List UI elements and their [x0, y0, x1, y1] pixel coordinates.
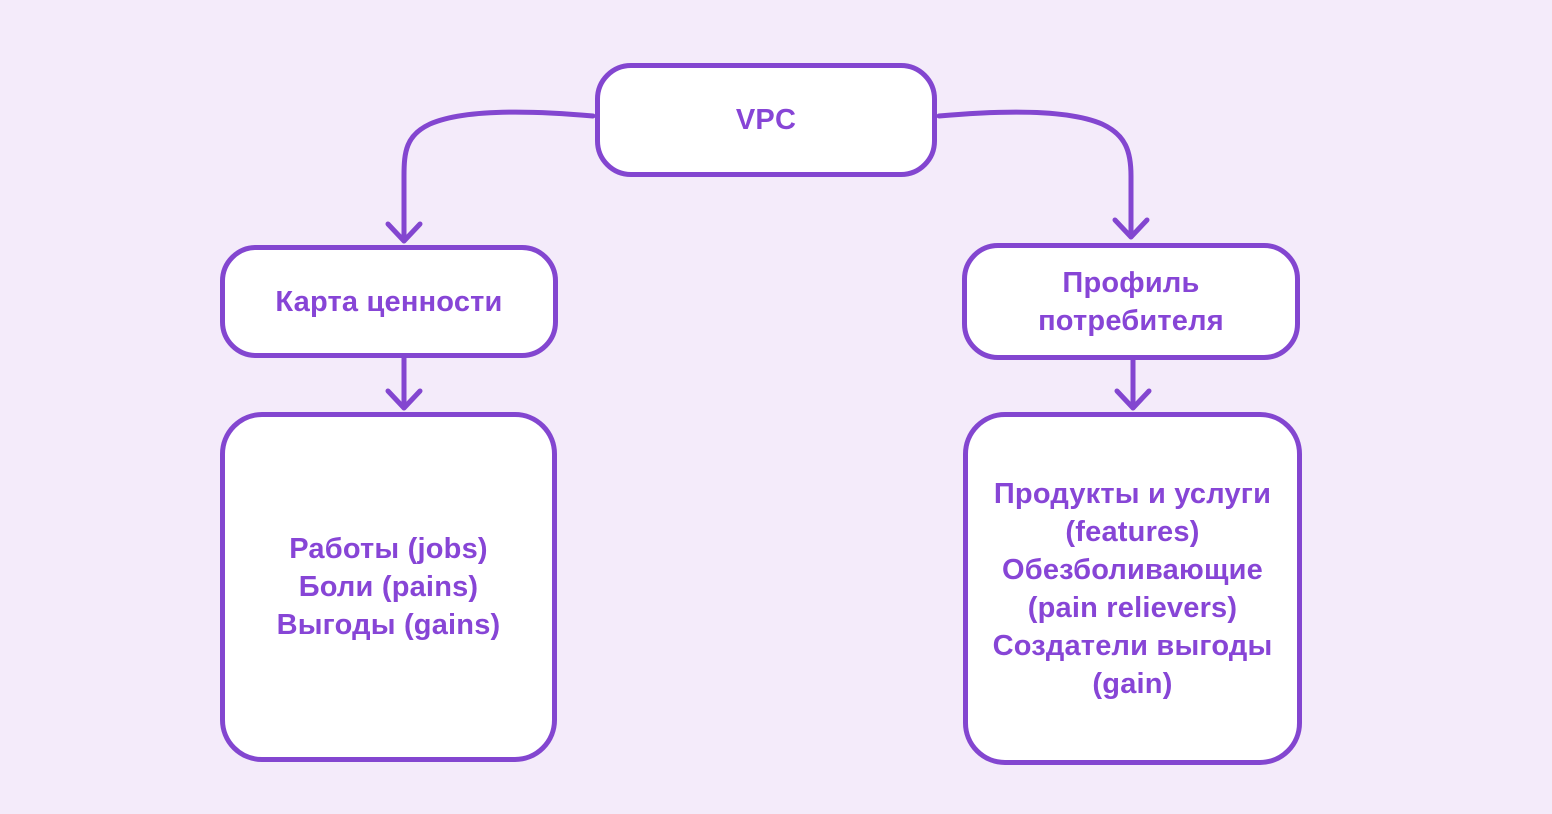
node-value-map-detail[interactable]: Работы (jobs) Боли (pains) Выгоды (gains…: [220, 412, 557, 762]
connector-root-to-value-map: [385, 109, 596, 244]
value-map-detail-line: Выгоды (gains): [276, 609, 501, 641]
node-customer-profile[interactable]: Профиль потребителя: [962, 243, 1300, 360]
arrowhead-customer-profile: [1112, 217, 1150, 240]
node-customer-profile-label: Профиль потребителя: [1038, 266, 1224, 337]
arrowhead-value-map-detail: [385, 388, 423, 411]
value-map-detail-line: Боли (pains): [298, 571, 479, 603]
customer-profile-detail-line: Продукты и услуги (features): [993, 477, 1272, 548]
connector-customer-profile-to-detail: [1114, 357, 1152, 411]
customer-profile-detail-line: Обезболивающие (pain relievers): [1001, 553, 1263, 624]
node-vpc-label: VPC: [735, 104, 797, 136]
arrowhead-customer-profile-detail: [1114, 388, 1152, 411]
value-map-detail-line: Работы (jobs): [289, 533, 488, 565]
arrowhead-value-map: [385, 221, 423, 244]
connector-value-map-to-detail: [385, 355, 423, 411]
node-value-map-label: Карта ценности: [275, 285, 503, 318]
connector-root-to-customer-profile: [936, 109, 1150, 240]
node-customer-profile-detail[interactable]: Продукты и услуги (features) Обезболиваю…: [963, 412, 1302, 765]
node-vpc[interactable]: VPC: [595, 63, 937, 177]
customer-profile-detail-line: Создатели выгоды (gain): [992, 629, 1273, 700]
node-value-map[interactable]: Карта ценности: [220, 245, 558, 358]
